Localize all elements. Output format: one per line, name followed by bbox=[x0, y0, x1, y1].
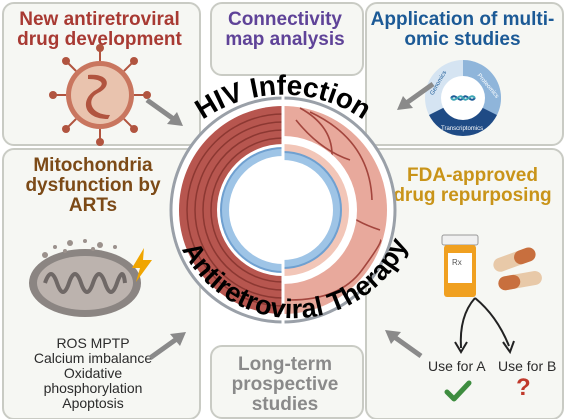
new-drug-development-title: New antiretroviral drug development bbox=[17, 9, 182, 50]
panel-bottom-center bbox=[210, 345, 364, 419]
mitochondrion-icon bbox=[29, 239, 141, 317]
effect-line: phosphorylation bbox=[43, 380, 143, 397]
lightning-icon bbox=[132, 248, 152, 282]
arrow-top-right bbox=[397, 81, 435, 110]
panel-top-center bbox=[210, 2, 364, 76]
rx-label: Rx bbox=[452, 258, 462, 267]
use-for-a-label: Use for A bbox=[428, 358, 486, 374]
branch-arrows bbox=[454, 297, 515, 355]
antiretroviral-therapy-label: Antiretroviral Therapy bbox=[176, 233, 413, 324]
omics-segment-label: Transcriptomics bbox=[441, 126, 483, 132]
effect-line: ROS MPTP bbox=[56, 335, 130, 351]
svg-text:HIV Infection: HIV Infection bbox=[190, 70, 377, 125]
effect-line: Calcium imbalance bbox=[33, 350, 153, 367]
effect-line: Oxidative bbox=[63, 365, 123, 382]
arrow-top-left bbox=[145, 97, 183, 126]
checkmark-icon bbox=[444, 380, 472, 402]
long-term-studies-title: Long-term prospective studies bbox=[231, 354, 339, 415]
multi-omic-title: Application of multi-omic studies bbox=[370, 9, 555, 50]
capsules-icon bbox=[493, 247, 542, 291]
mitochondria-title: Mitochondria dysfunction by ARTs bbox=[25, 155, 161, 216]
question-mark: ? bbox=[516, 374, 531, 401]
use-for-b-label: Use for B bbox=[498, 358, 557, 374]
arrow-bottom-right bbox=[385, 330, 423, 359]
pill-bottle-icon: Rx bbox=[441, 234, 479, 297]
connectivity-map-title: Connectivity map analysis bbox=[225, 9, 345, 50]
hiv-infection-label: HIV Infection bbox=[190, 70, 377, 125]
omics-wheel-icon: Genomics Proteomics Transcriptomics bbox=[425, 59, 502, 137]
svg-text:Antiretroviral Therapy: Antiretroviral Therapy bbox=[176, 233, 413, 324]
mitochondria-effects-list: ROS MPTP Calcium imbalance Oxidative pho… bbox=[8, 335, 178, 412]
arrow-bottom-left bbox=[148, 332, 186, 361]
effect-line: Apoptosis bbox=[62, 395, 124, 412]
virus-icon bbox=[49, 44, 151, 146]
drug-repurposing-title: FDA-approved drug repurposing bbox=[393, 165, 552, 206]
